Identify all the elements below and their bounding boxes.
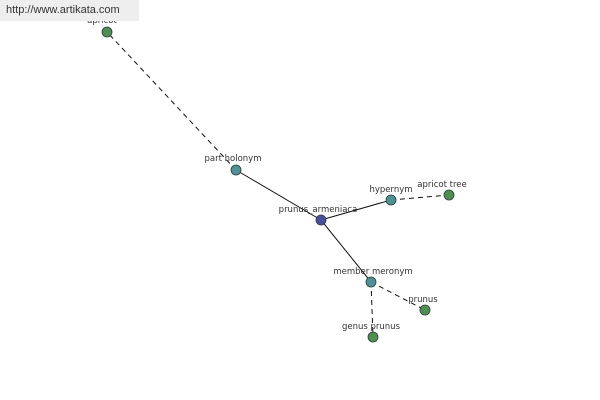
node-hypernym[interactable] [385, 194, 397, 206]
edge-hypernym-to-apricot-tree [390, 194, 450, 201]
node-apricot-tree[interactable] [443, 189, 455, 201]
node-genus-prunus[interactable] [367, 331, 379, 343]
label-hypernym: hypernym [369, 185, 412, 195]
edge-member-meronym-to-prunus [370, 281, 426, 311]
label-prunus: prunus [408, 295, 438, 305]
edges-layer [106, 31, 450, 338]
node-member-meronym[interactable] [365, 276, 377, 288]
edge-member-meronym-to-genus-prunus [370, 281, 374, 338]
label-apricot-tree: apricot tree [417, 180, 466, 190]
label-part-holonym: part holonym [205, 154, 262, 164]
edge-center-to-member-meronym [320, 219, 372, 283]
edge-center-to-hypernym [320, 199, 392, 221]
node-apricot[interactable] [101, 26, 113, 38]
edge-center-to-part-holonym [235, 169, 322, 221]
label-member-meronym: member meronym [333, 267, 412, 277]
label-center: prunus_armeniaca [279, 205, 358, 215]
labels-layer: prunus_armeniaca part holonym hypernym memb… [87, 16, 467, 332]
node-prunus[interactable] [419, 304, 431, 316]
node-center[interactable] [315, 214, 327, 226]
watermark-url: http://www.artikata.com [0, 0, 139, 21]
label-apricot: apricot [87, 16, 117, 26]
nodes-layer [101, 26, 455, 343]
label-genus-prunus: genus prunus [342, 322, 401, 332]
node-part-holonym[interactable] [230, 164, 242, 176]
edge-part-holonym-to-apricot [106, 31, 237, 171]
